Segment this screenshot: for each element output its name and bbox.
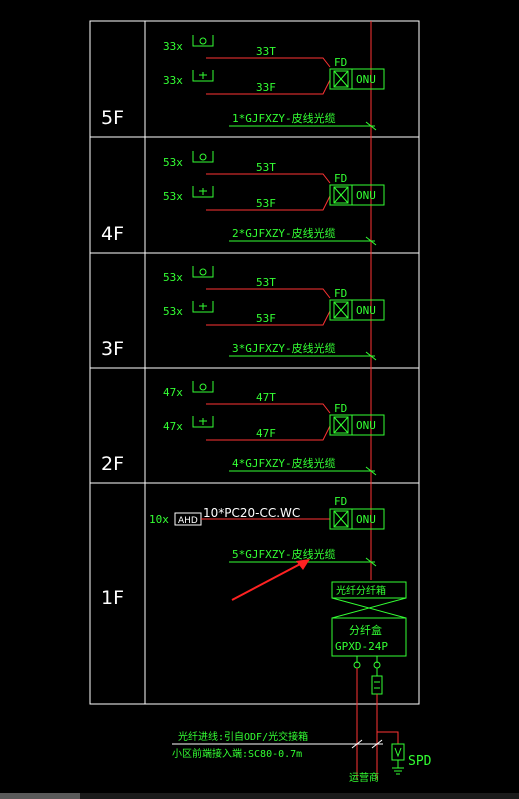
scrollbar-thumb[interactable] xyxy=(0,793,80,799)
ahd-count: 10x xyxy=(149,513,169,526)
fd-box xyxy=(329,414,353,436)
floor-2-group: 47x 47x 47T 47F FD ONU 4*GJFXZY-皮线光缆 xyxy=(163,381,385,476)
cable-label: 5*GJFXZY-皮线光缆 xyxy=(232,547,336,561)
arrow-head-icon xyxy=(296,559,310,570)
cable-label: 2*GJFXZY-皮线光缆 xyxy=(232,226,336,240)
cable-label: 4*GJFXZY-皮线光缆 xyxy=(232,456,336,470)
service-entrance: 光纤进线:引自ODF/光交接箱 小区前端接入端:SC80-0.7m 运营商 SP… xyxy=(172,730,432,784)
floor-1-group: 10x AHD 10*PC20-CC.WC FD ONU 5*GJFXZY-皮线… xyxy=(149,495,385,601)
outlet-count-bottom: 53x xyxy=(163,190,183,203)
f-line-label: 33F xyxy=(256,81,276,94)
f-line-label: 53F xyxy=(256,312,276,325)
fd-label: FD xyxy=(334,56,347,69)
outlet-count-top: 53x xyxy=(163,156,183,169)
note-line-2: 小区前端接入端:SC80-0.7m xyxy=(172,747,302,760)
data-outlet-icon xyxy=(192,301,214,313)
outlet-count-top: 53x xyxy=(163,271,183,284)
onu-label: ONU xyxy=(356,73,376,86)
conduit-label: 运营商 xyxy=(349,771,379,784)
onu-box xyxy=(351,414,385,436)
splitter-assembly: 光纤分纤箱 分纤盒 GPXD-24P xyxy=(331,581,407,780)
fd-box xyxy=(329,508,353,530)
onu-box xyxy=(351,68,385,90)
t-line-label: 33T xyxy=(256,45,276,58)
fd-label: FD xyxy=(334,402,347,415)
note-line-1: 光纤进线:引自ODF/光交接箱 xyxy=(178,730,308,743)
onu-box xyxy=(351,184,385,206)
splitter-name: 分纤盒 xyxy=(349,623,382,637)
floor-label-4f: 4F xyxy=(101,223,124,245)
tel-outlet-icon xyxy=(192,151,214,163)
splitter-model: GPXD-24P xyxy=(335,640,388,653)
fd-box xyxy=(329,68,353,90)
fd-box xyxy=(329,299,353,321)
floor-label-2f: 2F xyxy=(101,453,124,475)
data-outlet-icon xyxy=(192,186,214,198)
outlet-count-bottom: 47x xyxy=(163,420,183,433)
onu-box xyxy=(351,508,385,530)
floor-4-group: 53x 53x 53T 53F FD ONU 2*GJFXZY-皮线光缆 xyxy=(163,151,385,246)
floor-label-1f: 1F xyxy=(101,587,124,609)
outlet-count-bottom: 53x xyxy=(163,305,183,318)
fd-box xyxy=(329,184,353,206)
onu-label: ONU xyxy=(356,419,376,432)
fd-label: FD xyxy=(334,287,347,300)
wc-conduit-label: 10*PC20-CC.WC xyxy=(203,506,300,520)
onu-box xyxy=(351,299,385,321)
data-outlet-icon xyxy=(192,416,214,428)
t-line-label: 47T xyxy=(256,391,276,404)
tel-outlet-icon xyxy=(192,381,214,393)
odf-box-label: 光纤分纤箱 xyxy=(336,584,386,597)
outlet-count-bottom: 33x xyxy=(163,74,183,87)
fd-label: FD xyxy=(334,172,347,185)
floor-label-3f: 3F xyxy=(101,338,124,360)
floor-frame xyxy=(89,20,420,705)
splitter-box xyxy=(331,617,407,657)
ground-bar-icon xyxy=(371,675,383,695)
cable-label: 3*GJFXZY-皮线光缆 xyxy=(232,341,336,355)
horizontal-scrollbar[interactable] xyxy=(0,793,519,799)
f-line-label: 47F xyxy=(256,427,276,440)
f-line-label: 53F xyxy=(256,197,276,210)
spd-icon xyxy=(391,743,405,761)
ahd-label: AHD xyxy=(178,516,198,526)
spd-label: SPD xyxy=(408,754,432,769)
tel-outlet-icon xyxy=(192,35,214,47)
odf-box xyxy=(331,581,407,599)
floor-5-group: 33x 33x 33T 33F FD ONU 1*GJFXZY-皮线光缆 xyxy=(163,35,385,131)
t-line-label: 53T xyxy=(256,276,276,289)
data-outlet-icon xyxy=(192,70,214,82)
t-line-label: 53T xyxy=(256,161,276,174)
tel-outlet-icon xyxy=(192,266,214,278)
outlet-count-top: 33x xyxy=(163,40,183,53)
annotation-arrow xyxy=(231,561,305,601)
cable-label: 1*GJFXZY-皮线光缆 xyxy=(232,111,336,125)
floor-label-5f: 5F xyxy=(101,107,124,129)
onu-label: ONU xyxy=(356,304,376,317)
onu-label: ONU xyxy=(356,189,376,202)
floor-3-group: 53x 53x 53T 53F FD ONU 3*GJFXZY-皮线光缆 xyxy=(163,266,385,361)
fd-label: FD xyxy=(334,495,347,508)
onu-label: ONU xyxy=(356,513,376,526)
outlet-count-top: 47x xyxy=(163,386,183,399)
